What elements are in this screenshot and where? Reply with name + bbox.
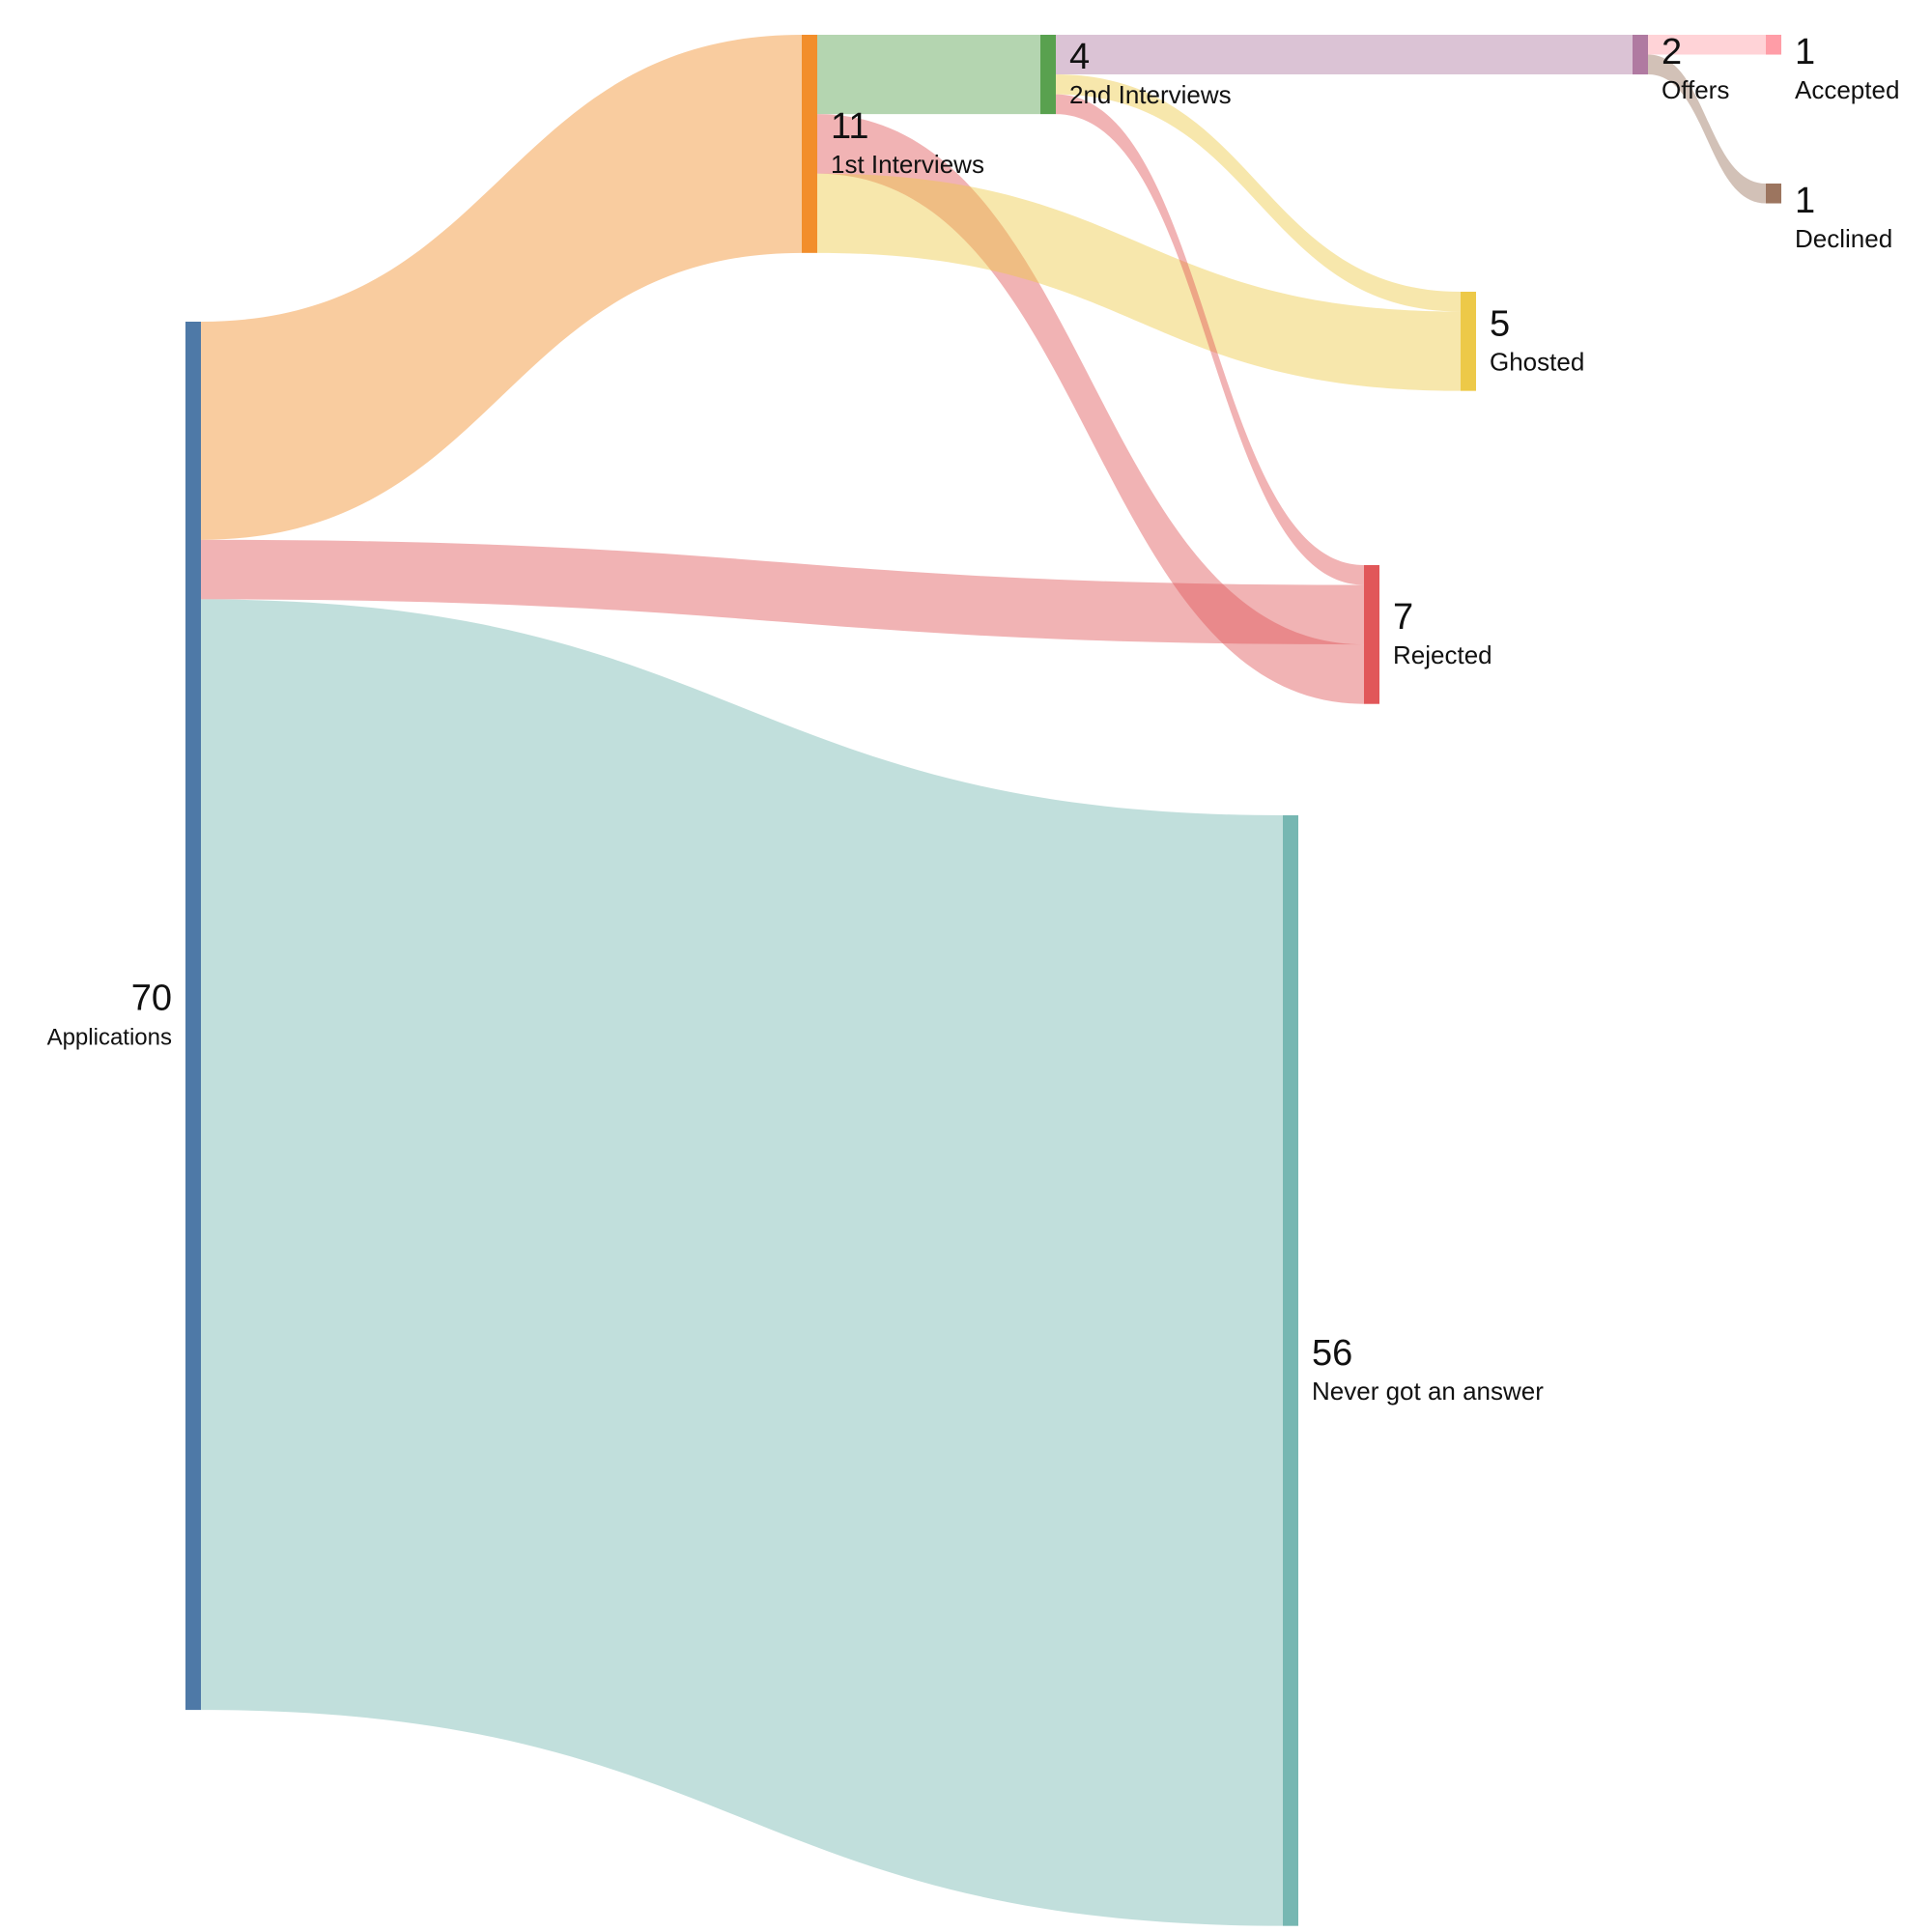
node-ghosted: [1461, 292, 1476, 391]
link-first-to-second: [817, 35, 1040, 115]
node-value-never: 56: [1312, 1333, 1352, 1374]
link-second-to-offers: [1056, 35, 1633, 75]
link-first-to-ghosted: [817, 173, 1461, 391]
link-offers-to-accepted: [1648, 35, 1766, 55]
node-value-applications: 70: [131, 979, 172, 1019]
sankey-links: [201, 35, 1766, 1926]
node-value-offers: 2: [1662, 32, 1682, 72]
node-label-declined: Declined: [1795, 224, 1892, 253]
link-offers-to-declined: [1648, 54, 1766, 204]
node-value-accepted: 1: [1795, 32, 1815, 72]
node-label-rejected: Rejected: [1393, 640, 1492, 669]
node-declined: [1766, 184, 1781, 204]
link-applications-to-rejected: [201, 539, 1364, 645]
node-label-applications: Applications: [47, 1025, 172, 1051]
link-second-to-rejected: [1056, 94, 1364, 585]
node-first: [802, 35, 817, 253]
node-label-never: Never got an answer: [1312, 1377, 1544, 1406]
node-applications: [185, 322, 201, 1711]
node-value-rejected: 7: [1393, 597, 1413, 638]
link-second-to-ghosted: [1056, 74, 1461, 312]
node-label-offers: Offers: [1662, 75, 1729, 104]
node-offers: [1633, 35, 1648, 75]
node-value-ghosted: 5: [1490, 303, 1510, 344]
node-second: [1040, 35, 1056, 115]
node-value-second: 4: [1069, 37, 1090, 77]
node-never: [1283, 815, 1298, 1926]
node-label-ghosted: Ghosted: [1490, 347, 1584, 376]
node-value-declined: 1: [1795, 181, 1815, 221]
node-value-first: 11: [831, 106, 868, 147]
node-label-second: 2nd Interviews: [1069, 80, 1232, 109]
node-accepted: [1766, 35, 1781, 55]
link-first-to-rejected: [817, 114, 1364, 704]
node-label-accepted: Accepted: [1795, 75, 1899, 104]
node-label-first: 1st Interviews: [831, 150, 984, 179]
link-applications-to-first: [201, 35, 802, 540]
link-applications-to-never: [201, 599, 1283, 1926]
sankey-nodes: [185, 35, 1781, 1926]
node-rejected: [1364, 565, 1379, 704]
